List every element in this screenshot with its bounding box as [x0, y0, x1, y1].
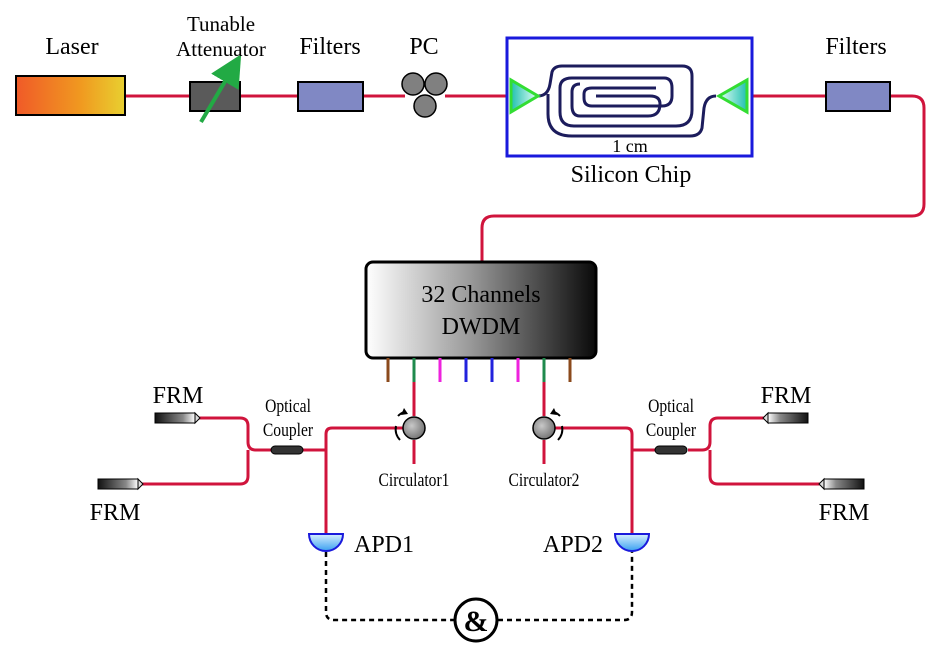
attenuator-arrow-icon	[199, 54, 242, 124]
frm-left-bottom	[97, 477, 144, 491]
frm-right-bottom-label: FRM	[819, 500, 870, 526]
apd2-detector	[613, 533, 651, 552]
coincidence-symbol: &	[464, 605, 489, 638]
coupler-right-label-line2: Coupler	[646, 420, 696, 441]
grating-coupler-right	[715, 77, 749, 115]
apd1-detector	[307, 533, 345, 552]
right-arm-fibers	[542, 382, 822, 534]
dwdm-label-line2: DWDM	[442, 314, 521, 340]
circulator-1	[394, 408, 426, 441]
frm-left-bottom-label: FRM	[90, 500, 141, 526]
optical-coupler-right	[654, 445, 688, 455]
frm-left-top	[154, 411, 201, 425]
frm-left-top-label: FRM	[153, 383, 204, 409]
apd2-label: APD2	[543, 532, 603, 558]
attenuator-label-line2: Attenuator	[176, 37, 266, 61]
left-arm-fibers	[140, 382, 416, 534]
optical-coupler-left	[270, 445, 304, 455]
chip-name-label: Silicon Chip	[571, 162, 692, 188]
circulator-2	[532, 408, 564, 441]
chip-waveguide-spiral	[537, 64, 717, 138]
filters-left-label: Filters	[299, 34, 360, 60]
coupler-left-label-line1: Optical	[265, 396, 311, 417]
coupler-right-label-line1: Optical	[648, 396, 694, 417]
dwdm-label-line1: 32 Channels	[421, 282, 540, 308]
grating-coupler-left	[509, 77, 541, 115]
pc-label: PC	[409, 34, 438, 60]
filter-right	[825, 81, 891, 112]
dwdm-output-channels	[386, 358, 572, 382]
circulator2-label: Circulator2	[509, 470, 580, 491]
chip-scale-label: 1 cm	[612, 136, 648, 156]
dwdm-box	[364, 260, 598, 360]
frm-right-top-label: FRM	[761, 383, 812, 409]
frm-right-bottom	[818, 477, 865, 491]
circulator1-label: Circulator1	[379, 470, 450, 491]
top-fiber-line	[125, 94, 926, 262]
polarization-controller	[401, 72, 448, 118]
apd1-label: APD1	[354, 532, 414, 558]
coincidence-counter	[453, 597, 499, 643]
filters-right-label: Filters	[825, 34, 886, 60]
laser-label: Laser	[45, 34, 98, 60]
coupler-left-label-line2: Coupler	[263, 420, 313, 441]
attenuator-label-line1: Tunable	[187, 12, 255, 36]
filter-left	[297, 81, 364, 112]
frm-right-top	[762, 411, 809, 425]
laser-source	[15, 75, 126, 116]
coincidence-wire	[324, 552, 634, 622]
